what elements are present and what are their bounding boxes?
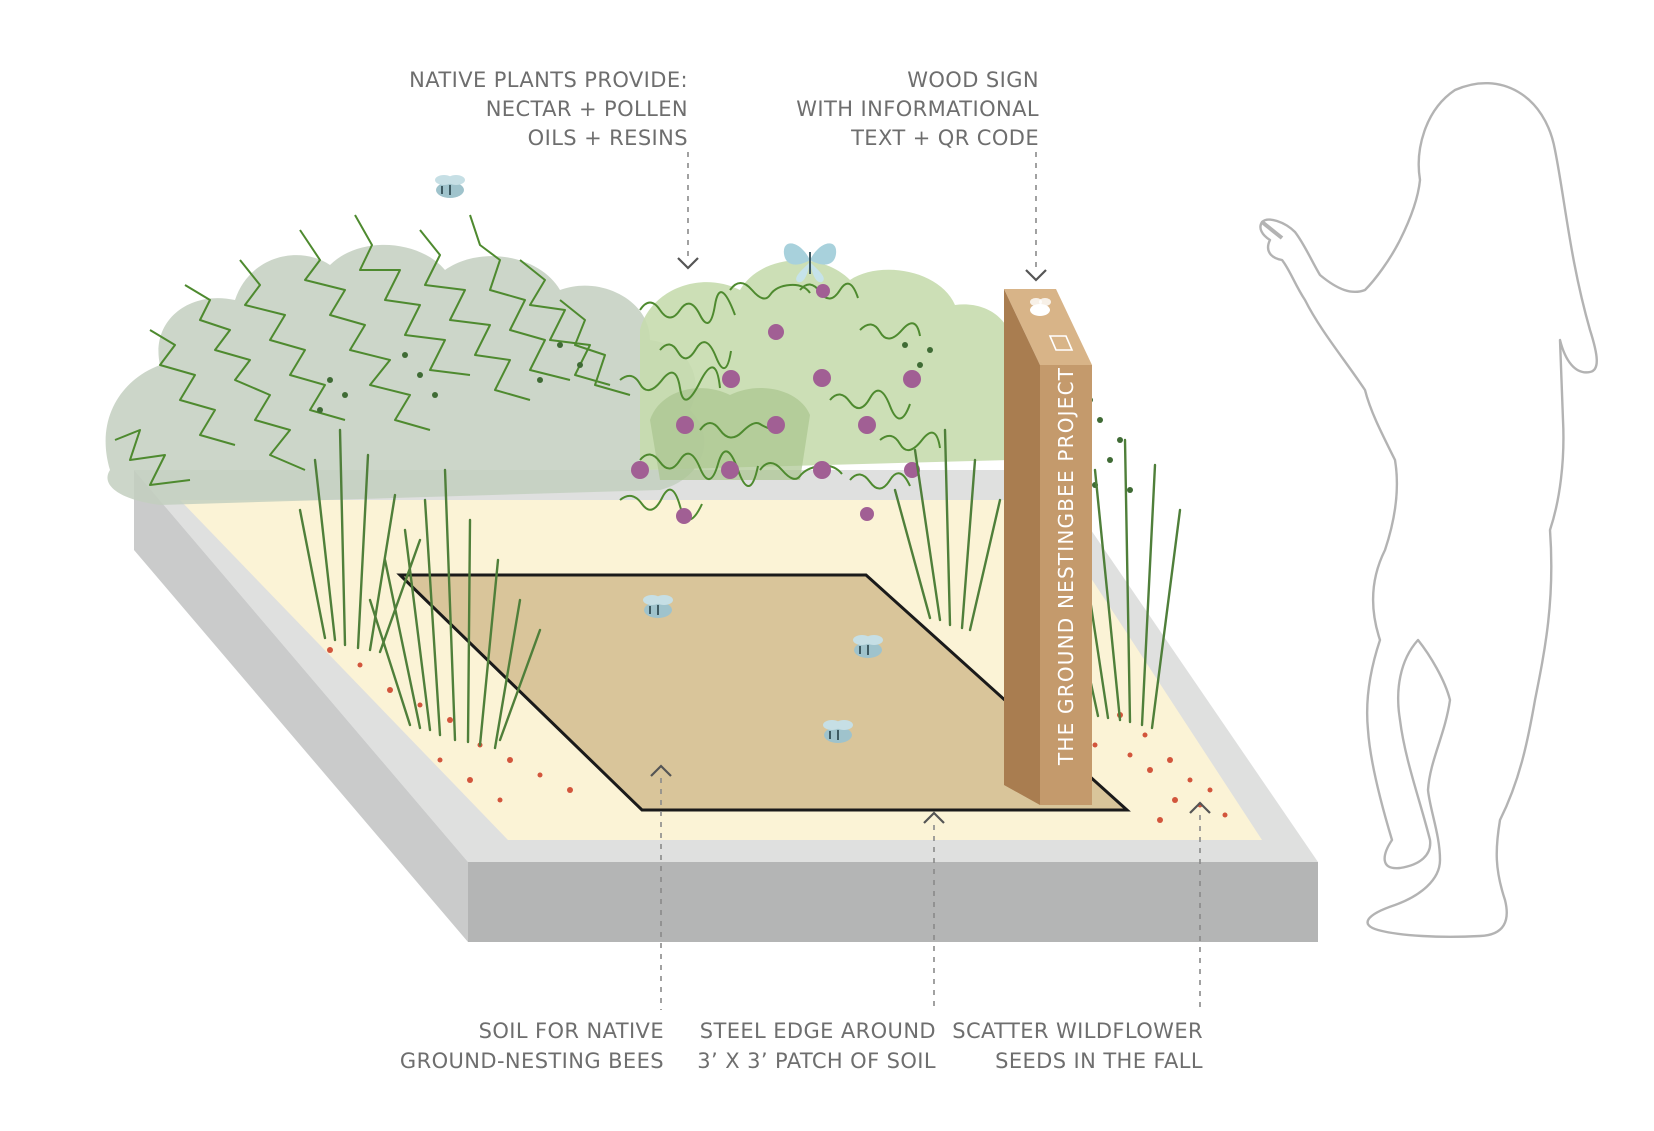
flower <box>903 370 921 388</box>
chevron-up-icon <box>1189 801 1211 814</box>
label-wildflower: SCATTER WILDFLOWER SEEDS IN THE FALL <box>952 1019 1203 1073</box>
label-line: OILS + RESINS <box>528 126 688 150</box>
flower-heads <box>631 284 921 524</box>
grass-left-front <box>368 468 542 750</box>
sign-title: THE GROUND NESTINGBEE PROJECT <box>1054 367 1078 766</box>
foliage-gray-mass <box>105 244 705 505</box>
chevron-up-icon <box>923 811 945 824</box>
flower <box>631 461 649 479</box>
insects <box>435 175 883 743</box>
flower <box>858 416 876 434</box>
steel-edge <box>396 573 1131 812</box>
flower <box>904 462 920 478</box>
flower <box>722 370 740 388</box>
wildflower-seed-speckles <box>327 647 1228 823</box>
label-steel-edge: STEEL EDGE AROUND 3’ X 3’ PATCH OF SOIL <box>697 1019 936 1073</box>
scribble-plant-left-1 <box>149 214 571 471</box>
bee-icon <box>853 635 883 658</box>
annotation-leaders <box>650 152 1211 1010</box>
scribble-plant-right <box>619 282 941 521</box>
soil-patch <box>396 573 1131 812</box>
phone-icon <box>1260 220 1284 240</box>
flower <box>767 416 785 434</box>
flower <box>768 324 784 340</box>
flower <box>813 369 831 387</box>
scribble-plant-left-2 <box>114 259 631 486</box>
native-plants <box>105 214 1133 524</box>
grass-left-back <box>298 428 422 654</box>
flower <box>721 461 739 479</box>
flower <box>813 461 831 479</box>
qr-code-icon <box>1048 335 1074 351</box>
person-silhouette <box>1259 81 1598 938</box>
label-line: WITH INFORMATIONAL <box>796 97 1039 121</box>
chevron-up-icon <box>650 764 672 777</box>
flower <box>860 507 874 521</box>
sign-left-face <box>1004 289 1040 805</box>
label-line: NATIVE PLANTS PROVIDE: <box>409 68 688 92</box>
sign-front-face <box>1040 365 1092 805</box>
bee-icon <box>823 720 853 743</box>
flower <box>816 284 830 298</box>
label-line: STEEL EDGE AROUND <box>700 1019 936 1043</box>
label-native-plants: NATIVE PLANTS PROVIDE: NECTAR + POLLEN O… <box>409 68 688 150</box>
chevron-down-icon <box>677 257 699 270</box>
foliage-dark-mass <box>650 387 810 480</box>
bee-icon <box>643 595 673 618</box>
chevron-down-icon <box>1025 269 1047 282</box>
butterfly-icon <box>783 243 837 283</box>
label-line: SEEDS IN THE FALL <box>995 1049 1203 1073</box>
planter-left-side <box>134 470 468 942</box>
label-soil: SOIL FOR NATIVE GROUND-NESTING BEES <box>400 1019 664 1073</box>
bee-icon <box>1030 298 1051 316</box>
label-line: SOIL FOR NATIVE <box>479 1019 664 1043</box>
wood-sign: THE GROUND NESTINGBEE PROJECT <box>1004 289 1092 805</box>
flower <box>676 508 692 524</box>
label-line: NECTAR + POLLEN <box>486 97 688 121</box>
label-line: TEXT + QR CODE <box>850 126 1039 150</box>
label-line: SCATTER WILDFLOWER <box>952 1019 1203 1043</box>
label-line: WOOD SIGN <box>907 68 1039 92</box>
flower <box>676 416 694 434</box>
label-line: 3’ X 3’ PATCH OF SOIL <box>697 1049 936 1073</box>
bee-icon <box>435 175 465 198</box>
label-wood-sign: WOOD SIGN WITH INFORMATIONAL TEXT + QR C… <box>796 68 1039 150</box>
label-line: GROUND-NESTING BEES <box>400 1049 664 1073</box>
grass-right-back <box>893 428 1002 632</box>
planter-front-side <box>468 862 1318 942</box>
